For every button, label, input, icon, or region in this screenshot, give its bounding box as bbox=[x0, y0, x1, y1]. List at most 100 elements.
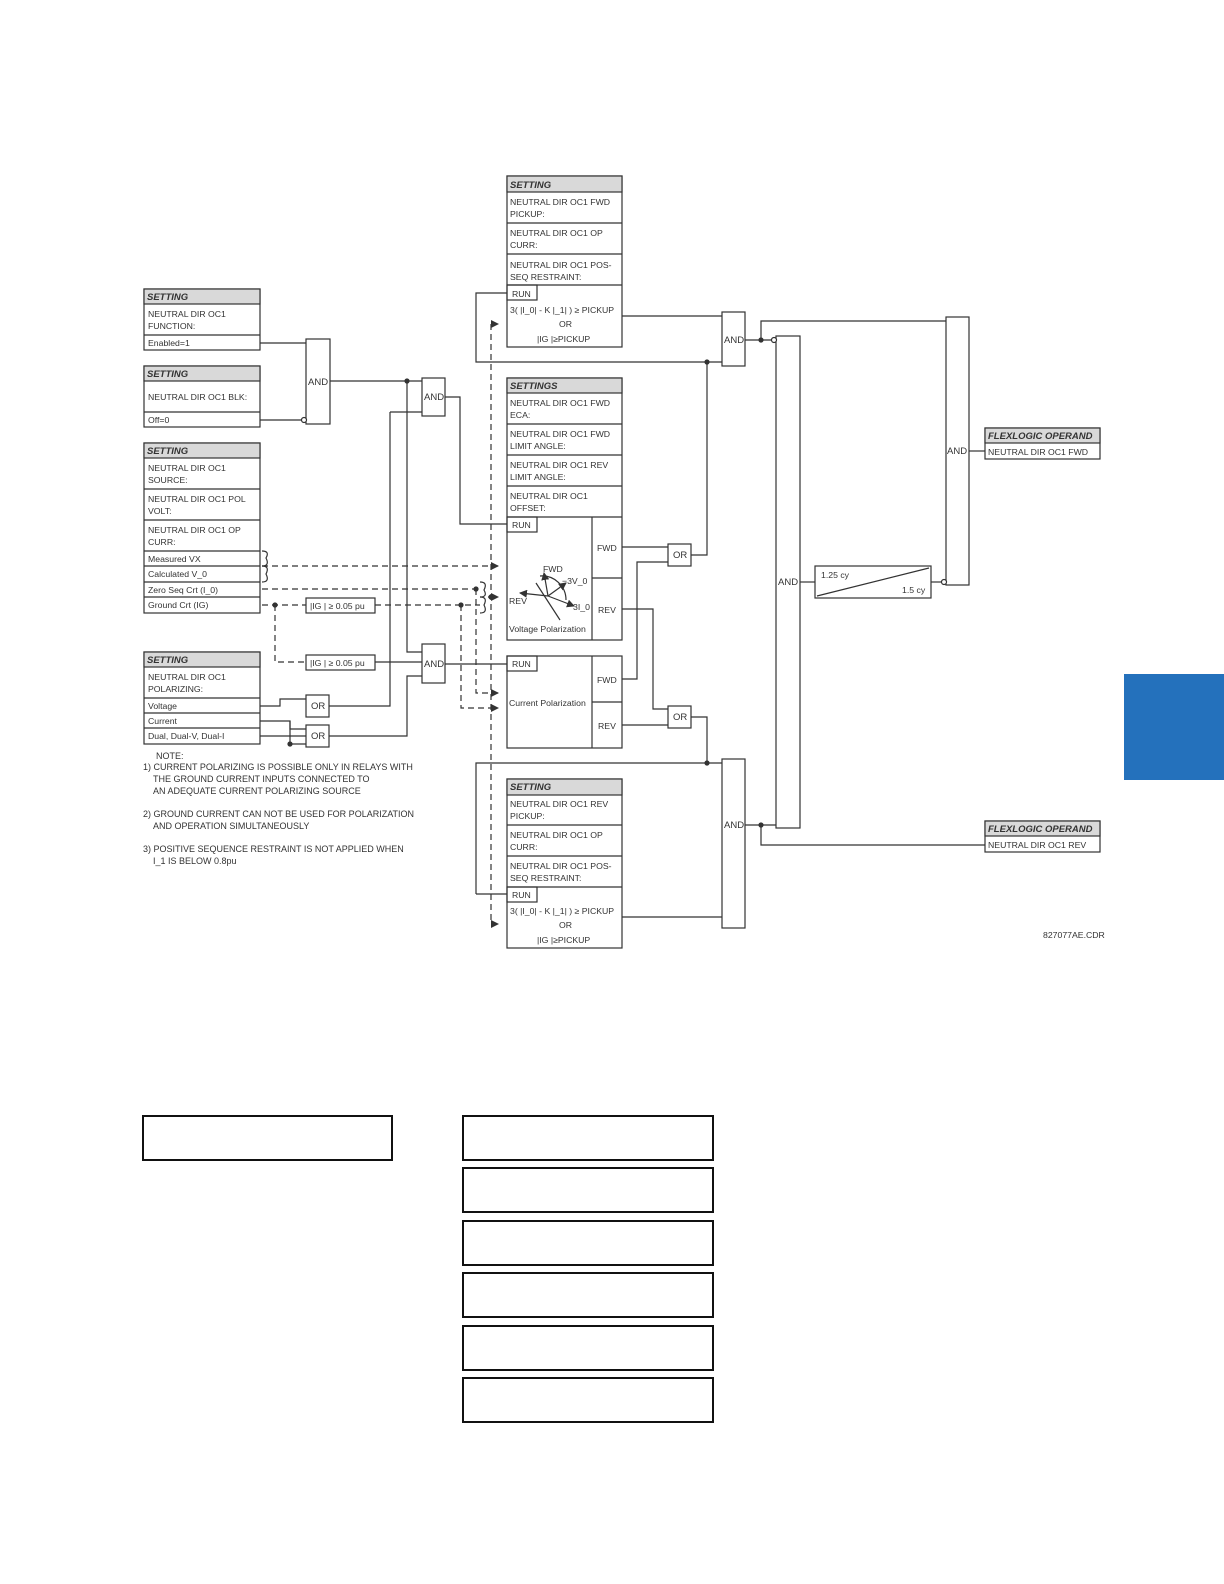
note-line: AN ADEQUATE CURRENT POLARIZING SOURCE bbox=[153, 786, 361, 796]
polarizing-row: Voltage bbox=[148, 701, 177, 711]
rev-pos-seq-name: NEUTRAL DIR OC1 POS-SEQ RESTRAINT: bbox=[510, 861, 612, 883]
notes: NOTE: 1) CURRENT POLARIZING IS POSSIBLE … bbox=[143, 751, 414, 866]
blank-box-1 bbox=[462, 1115, 714, 1161]
setting-header: SETTING bbox=[510, 180, 552, 191]
rev-output-label: REV bbox=[598, 605, 616, 615]
figure-id: 827077AE.CDR bbox=[1043, 930, 1105, 940]
and-gate-rev: AND bbox=[721, 758, 746, 929]
ig-pickup-equation: |IG |≥PICKUP bbox=[537, 334, 590, 344]
brace-curr bbox=[479, 581, 486, 598]
pickup-equation: 3( |I_0| - K |_1| ) ≥ PICKUP bbox=[510, 906, 614, 916]
source-row: Calculated V_0 bbox=[148, 569, 207, 579]
run-label: RUN bbox=[512, 890, 531, 900]
setting-header: SETTING bbox=[147, 292, 189, 303]
setting-header: SETTING bbox=[147, 446, 189, 457]
or-gate-pol-2: OR bbox=[305, 724, 330, 748]
svg-text:AND: AND bbox=[947, 446, 967, 457]
svg-text:FLEXLOGIC OPERAND: FLEXLOGIC OPERAND bbox=[988, 431, 1093, 442]
pickup-equation: 3( |I_0| - K |_1| ) ≥ PICKUP bbox=[510, 305, 614, 315]
and-gate-output: AND bbox=[945, 316, 970, 586]
run-label: RUN bbox=[512, 289, 531, 299]
phasor-v0-label: −3V_0 bbox=[562, 576, 588, 586]
source-row: Zero Seq Crt (I_0) bbox=[148, 585, 218, 595]
svg-text:AND: AND bbox=[778, 577, 798, 588]
svg-text:OR: OR bbox=[673, 712, 687, 723]
wiring bbox=[260, 292, 985, 918]
blank-box-6 bbox=[462, 1377, 714, 1423]
brace-volt bbox=[261, 550, 268, 567]
run-label: RUN bbox=[512, 659, 531, 669]
phasor-fwd-label: FWD bbox=[543, 564, 563, 574]
svg-text:NEUTRAL DIR OC1 FWD: NEUTRAL DIR OC1 FWD bbox=[988, 447, 1088, 457]
phasor-i0-label: 3I_0 bbox=[573, 602, 590, 612]
ig-comparator-1: |IG | ≥ 0.05 pu bbox=[305, 597, 376, 614]
setting-header: SETTING bbox=[147, 655, 189, 666]
flexlogic-output-fwd: FLEXLOGIC OPERAND NEUTRAL DIR OC1 FWD bbox=[984, 427, 1101, 460]
svg-text:OR: OR bbox=[311, 731, 325, 742]
svg-text:|IG | ≥ 0.05 pu: |IG | ≥ 0.05 pu bbox=[310, 601, 365, 611]
rev-output-label: REV bbox=[598, 721, 616, 731]
flexlogic-output-rev: FLEXLOGIC OPERAND NEUTRAL DIR OC1 REV bbox=[984, 820, 1101, 853]
fwd-output-label: FWD bbox=[597, 543, 617, 553]
current-polarization-block: RUN FWD REV Current Polarization bbox=[506, 655, 623, 749]
block-name: NEUTRAL DIR OC1 BLK: bbox=[148, 392, 247, 402]
timer-block: 1.25 cy 1.5 cy bbox=[814, 565, 932, 599]
setting-header: SETTINGS bbox=[510, 381, 558, 392]
note-line: I_1 IS BELOW 0.8pu bbox=[153, 856, 237, 866]
svg-text:AND: AND bbox=[308, 377, 328, 388]
svg-text:AND: AND bbox=[724, 335, 744, 346]
blank-box-3 bbox=[462, 1220, 714, 1266]
fwd-pos-seq-name: NEUTRAL DIR OC1 POS-SEQ RESTRAINT: bbox=[510, 260, 612, 282]
polarizing-row: Current bbox=[148, 716, 178, 726]
svg-text:|IG | ≥ 0.05 pu: |IG | ≥ 0.05 pu bbox=[310, 658, 365, 668]
svg-text:AND: AND bbox=[724, 820, 744, 831]
note-line: THE GROUND CURRENT INPUTS CONNECTED TO bbox=[153, 774, 370, 784]
and-gate-center: AND bbox=[775, 335, 801, 829]
svg-text:OR: OR bbox=[673, 550, 687, 561]
or-gate-rev: OR bbox=[667, 705, 692, 729]
and-gate-fwd: AND bbox=[721, 311, 746, 367]
and-gate-1: AND bbox=[305, 338, 331, 425]
or-label: OR bbox=[559, 920, 572, 930]
note-line: AND OPERATION SIMULTANEOUSLY bbox=[153, 821, 309, 831]
brace-volt-2 bbox=[261, 565, 268, 583]
note-line: 2) GROUND CURRENT CAN NOT BE USED FOR PO… bbox=[143, 809, 414, 819]
source-row: Ground Crt (IG) bbox=[148, 600, 208, 610]
svg-text:AND: AND bbox=[424, 659, 444, 670]
notes-title: NOTE: bbox=[156, 751, 184, 761]
blank-box-4 bbox=[462, 1272, 714, 1318]
phasor-diagram: FWD REV −3V_0 3I_0 bbox=[509, 564, 590, 621]
source-row: Measured VX bbox=[148, 554, 201, 564]
ig-comparator-2: |IG | ≥ 0.05 pu bbox=[305, 654, 376, 671]
block-value: Off=0 bbox=[148, 415, 170, 425]
current-polarization-caption: Current Polarization bbox=[509, 698, 586, 708]
timer-pickup: 1.25 cy bbox=[821, 570, 850, 580]
and-gate-2: AND bbox=[421, 377, 446, 417]
setting-block-block: SETTING NEUTRAL DIR OC1 BLK: Off=0 bbox=[143, 365, 261, 428]
brace-curr-2 bbox=[479, 596, 486, 614]
blank-box-2 bbox=[462, 1167, 714, 1213]
setting-header: SETTING bbox=[510, 782, 552, 793]
and-gate-3: AND bbox=[421, 643, 446, 684]
run-label: RUN bbox=[512, 520, 531, 530]
blank-box-left bbox=[142, 1115, 393, 1161]
svg-text:AND: AND bbox=[424, 392, 444, 403]
function-value: Enabled=1 bbox=[148, 338, 190, 348]
phasor-rev-label: REV bbox=[509, 596, 527, 606]
or-label: OR bbox=[559, 319, 572, 329]
